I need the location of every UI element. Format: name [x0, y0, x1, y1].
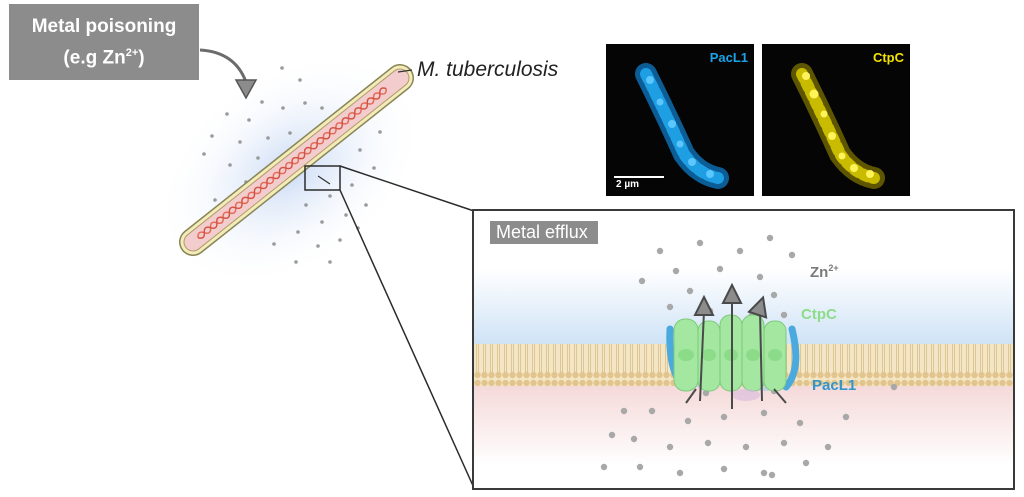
zoom-region-mark: [317, 175, 331, 185]
cytoplasm: [184, 69, 409, 251]
ctpc-fluorescence: [791, 63, 885, 189]
membrane-illustration: [474, 234, 1013, 479]
metal-poisoning-title: Metal poisoning: [31, 16, 177, 37]
micrograph-pacl1: PacL1 2 µm: [606, 44, 754, 196]
zn-ion-charge: 2+: [828, 263, 839, 273]
micrograph-ctpc-label: CtpC: [872, 50, 904, 65]
metal-poisoning-box: Metal poisoning (e.g Zn2+): [9, 4, 199, 80]
dna-helix: [197, 87, 387, 239]
scale-bar-label: 2 µm: [616, 179, 639, 190]
zn-text: (e.g Zn: [63, 47, 126, 69]
pacl1-label: PacL1: [812, 377, 857, 394]
zoom-region-box: [304, 165, 341, 191]
zn-ions: [600, 234, 898, 479]
metal-efflux-title: Metal efflux: [490, 221, 598, 244]
metal-efflux-panel: Metal efflux Zn2+ CtpC PacL1: [472, 209, 1015, 490]
ctpc-transporter: [673, 314, 787, 401]
ion-dots-outer: [202, 66, 382, 264]
scale-bar: [614, 176, 664, 178]
zn-charge: 2+: [125, 47, 139, 59]
ctpc-label: CtpC: [801, 306, 837, 323]
micrograph-pacl1-label: PacL1: [709, 50, 748, 65]
metal-poisoning-subtitle: (e.g Zn2+): [9, 40, 199, 71]
zoom-line-bottom: [339, 189, 475, 489]
poison-arrow-head: [234, 79, 258, 100]
zn-ion-label: Zn2+: [810, 263, 839, 281]
micrograph-ctpc: CtpC: [762, 44, 910, 196]
zn-ion-symbol: Zn: [810, 264, 829, 281]
efflux-arrows: [685, 282, 787, 409]
species-leader-line: [397, 69, 413, 73]
poison-arrow-line: [199, 48, 248, 83]
organism-label: M. tuberculosis: [417, 58, 559, 81]
zoom-line-top: [339, 165, 475, 212]
paren-close: ): [138, 47, 145, 69]
pacl1-fluorescence: [635, 63, 729, 189]
